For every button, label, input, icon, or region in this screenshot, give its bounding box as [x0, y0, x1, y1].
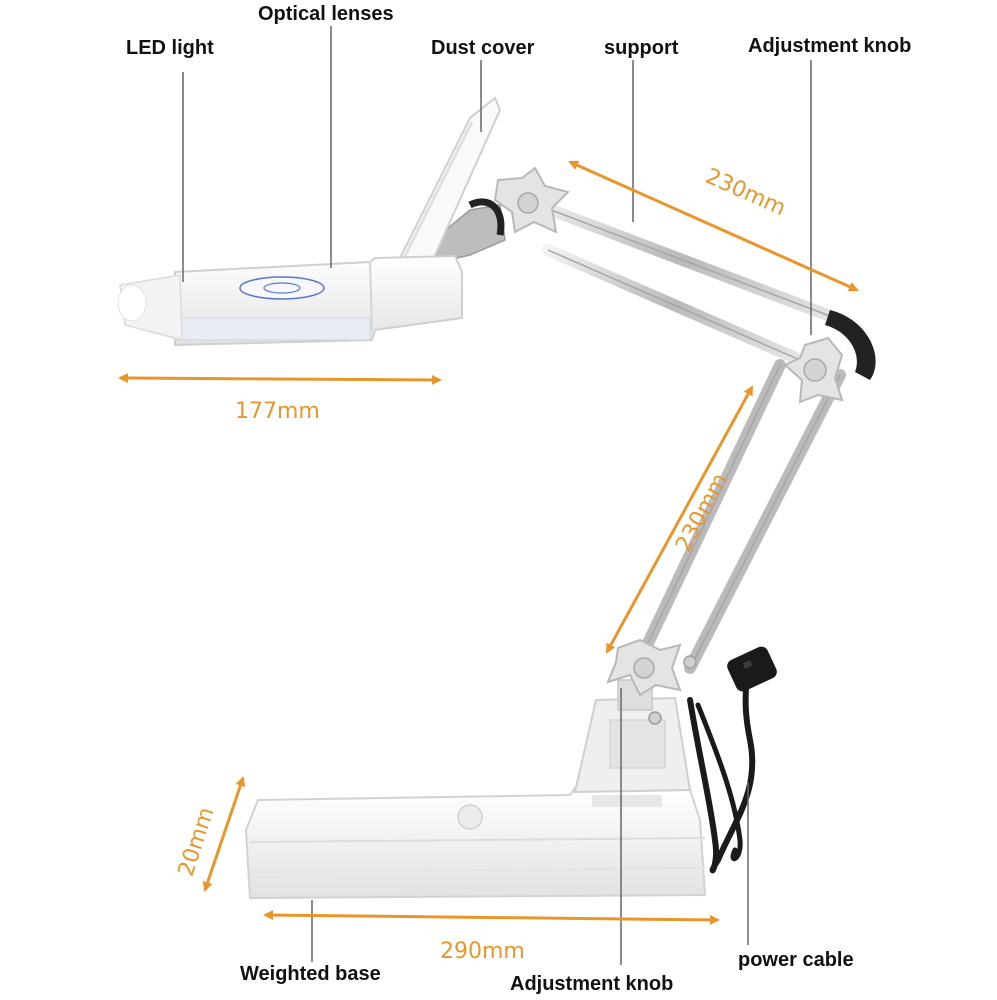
dim-arrow-upper-arm — [568, 160, 859, 292]
elbow-cap — [825, 310, 876, 380]
dim-label-base-width: 290mm — [440, 939, 525, 964]
label-led-light: LED light — [126, 37, 214, 59]
power-cable — [687, 646, 777, 874]
label-support: support — [604, 37, 679, 59]
upper-arm — [519, 194, 841, 366]
knob-head — [493, 166, 570, 234]
base-post — [573, 679, 692, 794]
knob-elbow — [783, 336, 844, 404]
dim-arrow-lower-arm — [605, 385, 754, 654]
label-adjustment-knob-top: Adjustment knob — [748, 35, 911, 57]
dim-arrow-base-width — [263, 910, 720, 925]
weighted-base — [244, 786, 707, 900]
label-adjustment-knob-bottom: Adjustment knob — [510, 973, 673, 995]
magnifier-head — [174, 254, 463, 347]
dim-label-lower-arm: 230mm — [671, 469, 733, 556]
dim-arrow-head-width — [118, 373, 442, 385]
dim-label-upper-arm: 230mm — [702, 164, 790, 221]
label-weighted-base: Weighted base — [240, 963, 381, 985]
lamp-illustration — [117, 96, 876, 900]
label-optical-lenses: Optical lenses — [258, 3, 394, 25]
dimension-arrows — [118, 160, 859, 925]
label-dust-cover: Dust cover — [431, 37, 535, 59]
led-light — [117, 274, 183, 341]
label-power-cable: power cable — [738, 949, 854, 971]
dim-label-head-width: 177mm — [235, 399, 320, 424]
dim-arrow-base-height — [202, 776, 246, 892]
